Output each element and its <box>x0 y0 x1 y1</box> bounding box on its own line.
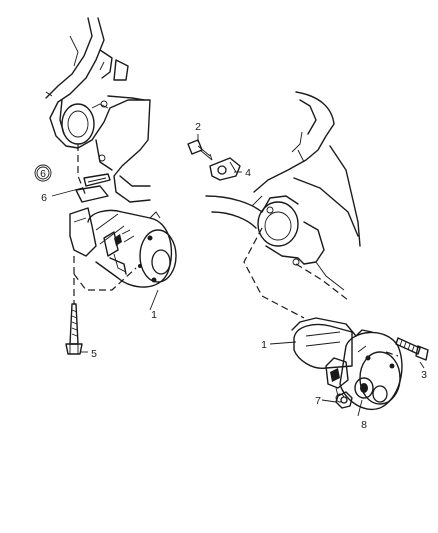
callout-left-bracket-circled: 6 <box>40 168 46 180</box>
right-alignment-lines <box>243 227 399 357</box>
left-starter-motor <box>69 207 177 288</box>
callout-left-starter: 1 <box>151 309 157 321</box>
callout-left-bolt: 5 <box>91 348 97 360</box>
callout-leaders <box>51 134 425 417</box>
callout-6-circle <box>34 164 52 182</box>
callout-right-bolt: 3 <box>421 369 427 381</box>
right-small-bolt <box>187 139 213 161</box>
right-mounting-bolt <box>395 337 429 361</box>
callout-right-small-bolt: 2 <box>195 121 201 133</box>
right-wire-clip <box>209 157 241 181</box>
right-starter-motor <box>291 317 403 411</box>
left-mounting-bracket <box>75 173 111 203</box>
callout-6-circle-inner <box>36 166 50 180</box>
callout-right-nut: 7 <box>315 395 321 407</box>
callout-right-terminal: 8 <box>361 419 367 431</box>
left-engine-housing <box>45 17 151 203</box>
callout-right-clip: 4 <box>245 167 251 179</box>
right-bell-housing <box>205 91 361 291</box>
right-terminal <box>354 377 374 399</box>
left-mounting-bolt <box>65 303 83 355</box>
callout-left-bracket: 6 <box>41 192 47 204</box>
callout-right-starter: 1 <box>261 339 267 351</box>
